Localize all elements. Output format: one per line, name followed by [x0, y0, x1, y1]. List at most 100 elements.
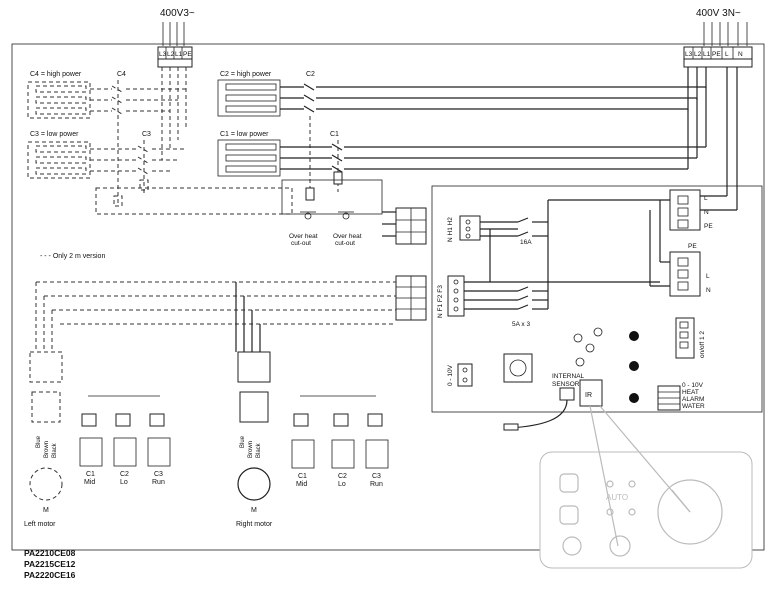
c2-desc: C2 = high power: [220, 71, 272, 78]
right-speed-c3: C3: [372, 473, 381, 480]
c2-label: C2: [306, 71, 315, 78]
ir-label: IR: [585, 392, 592, 399]
internal-sensor-label-1: INTERNAL: [552, 373, 585, 380]
model-2: PA2215CE12: [24, 559, 76, 569]
h1h2-connector: N H1 H2 16A: [447, 199, 670, 246]
terminal-l3: L3: [159, 51, 167, 58]
terminal-l2-right: L2: [694, 51, 702, 58]
c1-label: C1: [330, 131, 339, 138]
dashed-control-loop: [95, 179, 293, 215]
overheat-cutouts: Over heat cut-out Over heat cut-out: [281, 179, 396, 247]
ir-link: [589, 405, 619, 547]
left-speed-c2: C2: [120, 471, 129, 478]
terminal-l2: L2: [167, 51, 175, 58]
terminal-pe: PE: [183, 51, 192, 58]
c3-desc: C3 = low power: [30, 131, 79, 138]
left-motor-label: Left motor: [24, 521, 56, 528]
c3-heater-group: C3 = low power C3: [27, 131, 186, 196]
model-3: PA2220CE16: [24, 570, 76, 580]
power-terminal: L N PE: [669, 189, 737, 231]
left-speed-c1: C1: [86, 471, 95, 478]
right-wire-black: Black: [256, 442, 262, 458]
terminal-l1: L1: [175, 51, 183, 58]
c1-heater-group: C1 = low power C1: [217, 131, 706, 201]
pe-label: PE: [688, 243, 697, 250]
left-speed-taps: C1 Mid C2 Lo C3 Run: [79, 395, 171, 486]
right-output-terminal: 0 - 10V HEAT ALARM WATER: [657, 382, 705, 411]
power-pe: PE: [704, 223, 713, 230]
zero10v-left-label: 0 - 10V: [447, 364, 454, 386]
left-speed-c3: C3: [154, 471, 163, 478]
c4-label: C4: [117, 71, 126, 78]
connector-lower: [395, 275, 427, 321]
right-speed-taps: C1 Mid C2 Lo C3 Run: [291, 395, 389, 488]
right-motor: Blue Brown Black M Right motor: [236, 351, 273, 528]
terminal-l3-right: L3: [685, 51, 693, 58]
right-supply-wires: [703, 22, 748, 46]
c4-heater-group: C4 = high power C4: [27, 71, 186, 206]
right-wire-brown: Brown: [248, 441, 254, 458]
rt-label-heat: HEAT: [682, 389, 699, 396]
right-speed-c1: C1: [298, 473, 307, 480]
control-panel: AUTO: [539, 451, 753, 569]
sensor-link: [599, 405, 691, 513]
left-supply-wires: [162, 22, 185, 46]
fuse-16a-label: 16A: [520, 239, 532, 246]
terminal-pe-right: PE: [712, 51, 721, 58]
c1-desc: C1 = low power: [220, 131, 269, 138]
model-1: PA2210CE08: [24, 548, 76, 558]
left-speed-run: Run: [152, 479, 165, 486]
diagram-frame: [11, 43, 765, 551]
onoff-terminal: on/off 1 2: [675, 317, 706, 359]
right-bus: [687, 67, 738, 210]
internal-sensor-label-2: SENSOR: [552, 381, 580, 388]
internal-sensor: INTERNAL SENSOR IR: [503, 373, 603, 431]
right-speed-lo: Lo: [338, 481, 346, 488]
connector-upper: [395, 207, 427, 245]
f123-connector: N F1 F2 F3 5A x 3: [437, 229, 660, 328]
left-speed-mid: Mid: [84, 479, 95, 486]
terminal-n-right: N: [738, 51, 743, 58]
pe-ln-l: L: [706, 273, 710, 280]
pe-ln-terminal: PE L N: [649, 200, 711, 297]
left-motor-m: M: [43, 507, 49, 514]
board-dial-and-leds: [503, 327, 639, 403]
right-wire-blue: Blue: [240, 435, 246, 448]
nf123-label: N F1 F2 F3: [437, 285, 444, 318]
right-motor-m: M: [251, 507, 257, 514]
rt-label-water: WATER: [682, 403, 705, 410]
left-terminal-block: L3 L2 L1 PE: [157, 46, 193, 68]
panel-auto-label: AUTO: [606, 493, 628, 502]
right-speed-mid: Mid: [296, 481, 307, 488]
c2-heater-group: C2 = high power C2: [217, 71, 706, 192]
left-wire-blue: Blue: [36, 435, 42, 448]
rt-label-alarm: ALARM: [682, 396, 704, 403]
legend-2m: - - - Only 2 m version: [40, 253, 105, 260]
c3-label: C3: [142, 131, 151, 138]
left-motor: Blue Brown Black M Left motor: [24, 351, 63, 528]
right-terminal-block: L3 L2 L1 PE L N: [683, 46, 753, 68]
right-speed-run: Run: [370, 481, 383, 488]
overheat-2-a: Over heat: [333, 233, 362, 240]
right-motor-label: Right motor: [236, 521, 273, 528]
terminal-l-right: L: [725, 51, 729, 58]
motor-bus-wires: [35, 281, 396, 352]
control-board: [431, 185, 763, 413]
left-wire-black: Black: [52, 442, 58, 458]
right-speed-c2: C2: [338, 473, 347, 480]
overheat-1-a: Over heat: [289, 233, 318, 240]
terminal-l1-right: L1: [703, 51, 711, 58]
pe-ln-n: N: [706, 287, 711, 294]
power-n: N: [704, 209, 709, 216]
power-l: L: [704, 195, 708, 202]
onoff-label: on/off 1 2: [699, 331, 706, 358]
left-wire-brown: Brown: [44, 441, 50, 458]
overheat-2-b: cut-out: [335, 240, 355, 247]
rt-label-0-10v: 0 - 10V: [682, 382, 704, 389]
left-speed-lo: Lo: [120, 479, 128, 486]
supply-label-left: 400V3~: [160, 8, 195, 19]
supply-label-right: 400V 3N~: [696, 8, 741, 19]
c4-desc: C4 = high power: [30, 71, 82, 78]
left-dashed-feed: [161, 67, 187, 160]
